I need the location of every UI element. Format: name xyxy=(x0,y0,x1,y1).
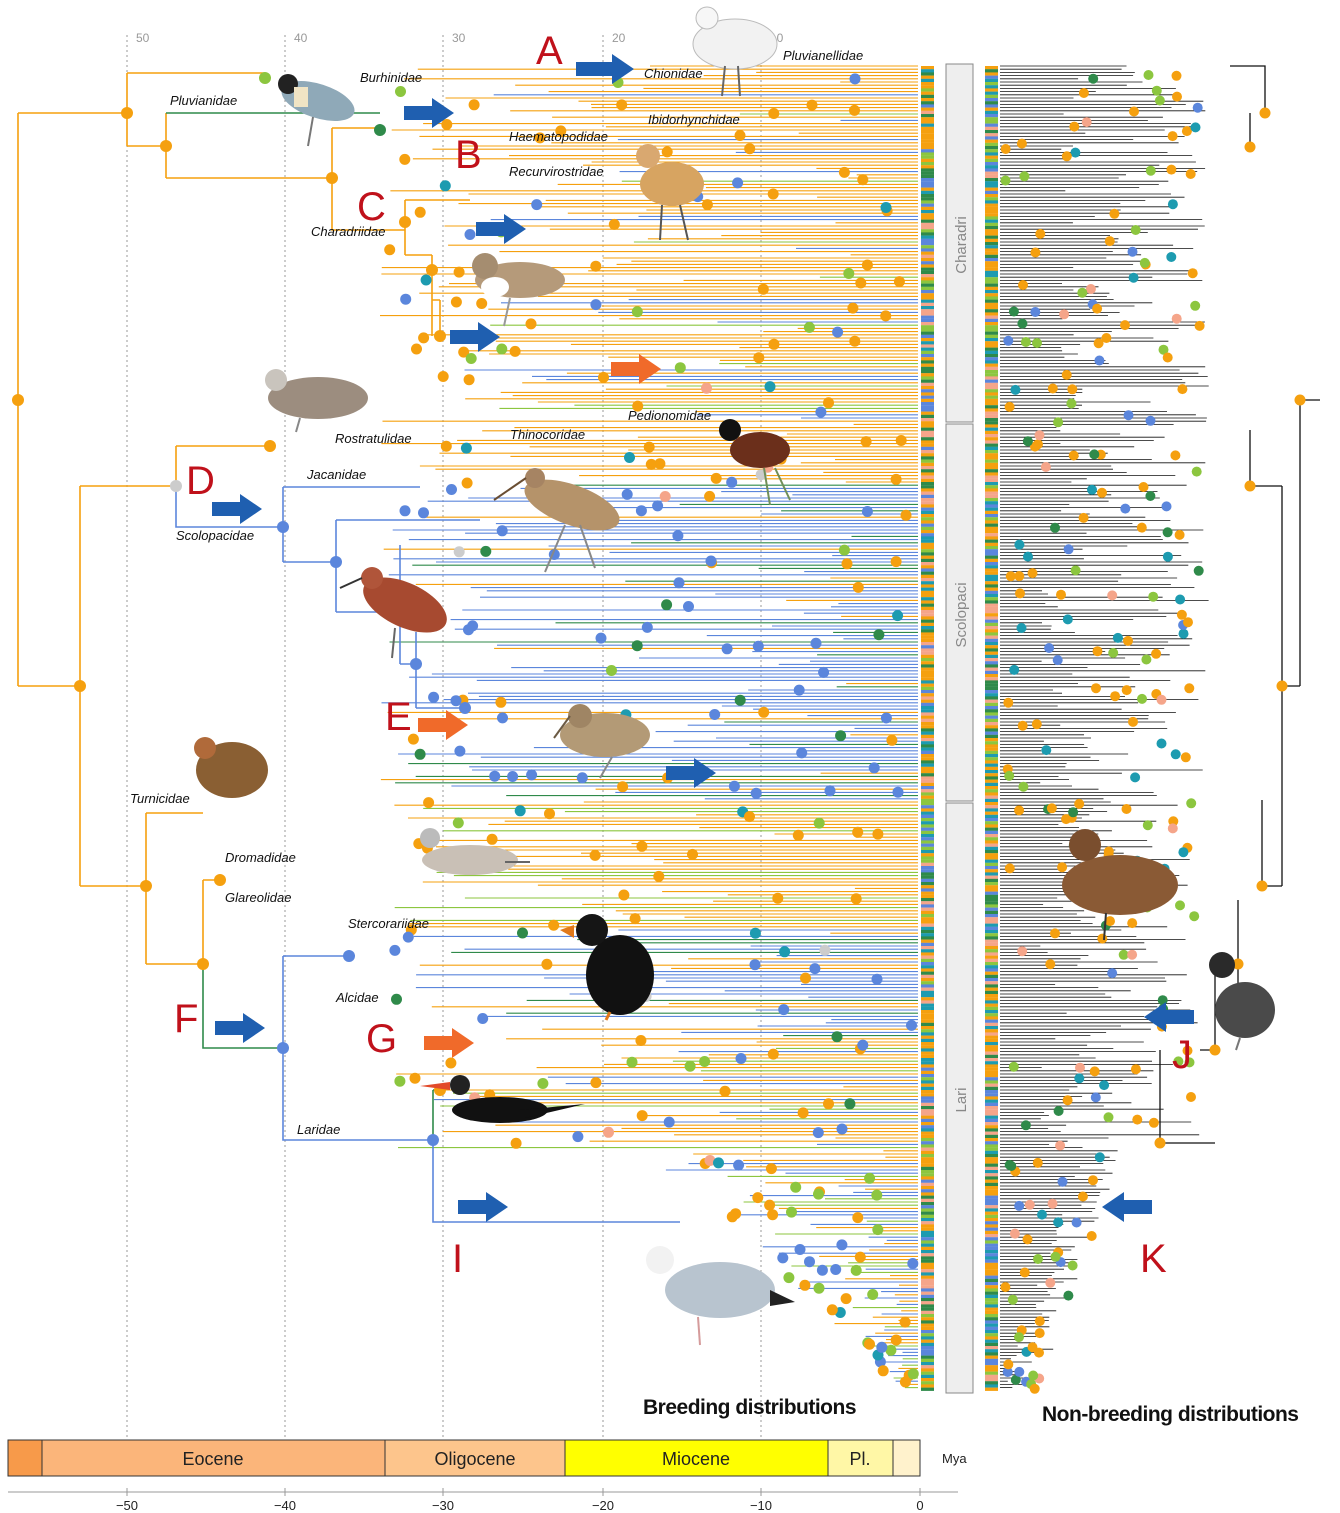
label-glareolidae: Glareolidae xyxy=(225,890,292,905)
axis-tick-minus40: −40 xyxy=(274,1498,296,1513)
top-tick-20: 20 xyxy=(612,31,626,45)
breeding-distribution-bar xyxy=(921,66,934,1391)
letter-i: I xyxy=(452,1237,463,1281)
orange-arrow-icon xyxy=(418,710,468,740)
letter-g: G xyxy=(366,1017,397,1061)
label-jacanidae: Jacanidae xyxy=(306,467,366,482)
bird-illustration xyxy=(472,253,565,327)
label-turnicidae: Turnicidae xyxy=(130,791,190,806)
timescale-unit: Mya xyxy=(942,1451,967,1466)
label-burhinidae: Burhinidae xyxy=(360,70,422,85)
suborder-bars: Charadri Scolopaci Lari xyxy=(945,63,974,1394)
top-tick-40: 40 xyxy=(294,31,308,45)
bird-illustration xyxy=(420,828,530,875)
bird-illustration xyxy=(692,6,778,97)
letter-e: E xyxy=(385,695,412,739)
label-charadriidae: Charadriidae xyxy=(311,224,385,239)
blue-arrow-icon xyxy=(1144,1002,1194,1032)
bird-illustration xyxy=(560,914,654,1021)
letter-k: K xyxy=(1140,1237,1167,1281)
blue-arrow-icon xyxy=(666,758,716,788)
top-tick-labels: 50 40 30 20 10 xyxy=(136,31,784,45)
bird-illustration xyxy=(636,144,704,241)
label-pluvianidae: Pluvianidae xyxy=(170,93,237,108)
bird-illustrations xyxy=(194,6,1275,1346)
blue-arrow-icon xyxy=(212,494,262,524)
axis-tick-minus50: −50 xyxy=(116,1498,138,1513)
orange-arrow-icon xyxy=(424,1028,474,1058)
letter-b: B xyxy=(455,133,482,177)
top-tick-30: 30 xyxy=(452,31,466,45)
clade-letters: A B C D E F G I J K xyxy=(174,29,1192,1281)
breeding-tree-nodes xyxy=(12,72,919,1388)
suborder-lari: Lari xyxy=(953,1087,970,1112)
bird-illustration xyxy=(265,369,368,433)
label-rostratulidae: Rostratulidae xyxy=(335,431,412,446)
letter-f: F xyxy=(174,997,198,1041)
label-scolopacidae: Scolopacidae xyxy=(176,528,254,543)
letter-j: J xyxy=(1172,1033,1192,1077)
label-dromadidae: Dromadidae xyxy=(225,850,296,865)
blue-arrow-icon xyxy=(215,1013,265,1043)
blue-arrow-icon xyxy=(476,214,526,244)
blue-arrow-icon xyxy=(1102,1192,1152,1222)
blue-arrow-icon xyxy=(450,322,500,352)
axis-tick-minus30: −30 xyxy=(432,1498,454,1513)
time-gridlines xyxy=(126,35,762,1440)
epoch-oligocene: Oligocene xyxy=(434,1449,515,1469)
nonbreeding-distribution-bar xyxy=(985,66,998,1391)
axis-tick-0: 0 xyxy=(916,1498,923,1513)
axis-tick-minus10: −10 xyxy=(750,1498,772,1513)
blue-arrow-icon xyxy=(576,54,634,84)
label-chionidae: Chionidae xyxy=(644,66,703,81)
label-alcidae: Alcidae xyxy=(335,990,379,1005)
label-recurvirostridae: Recurvirostridae xyxy=(509,164,604,179)
breeding-tree-backbone xyxy=(17,72,680,1223)
blue-arrow-icon xyxy=(404,98,454,128)
label-ibidorhynchidae: Ibidorhynchidae xyxy=(648,112,740,127)
nonbreeding-tree-backbone xyxy=(1159,65,1320,1144)
axis-tick-minus20: −20 xyxy=(592,1498,614,1513)
epoch-eocene: Eocene xyxy=(182,1449,243,1469)
orange-arrow-icon xyxy=(611,354,661,384)
nonbreeding-tree-tips xyxy=(1000,65,1209,1388)
bird-illustration xyxy=(194,737,268,798)
geologic-timescale: Eocene Oligocene Miocene Pl. Mya −50 −40… xyxy=(7,1439,967,1513)
bird-illustration xyxy=(646,1246,795,1346)
bird-illustration xyxy=(1062,829,1178,941)
suborder-charadri: Charadri xyxy=(953,216,970,274)
blue-arrow-icon xyxy=(458,1192,508,1222)
label-haematopodidae: Haematopodidae xyxy=(509,129,608,144)
heading-nonbreeding: Non-breeding distributions xyxy=(1042,1403,1298,1426)
heading-breeding: Breeding distributions xyxy=(643,1396,856,1419)
label-laridae: Laridae xyxy=(297,1122,340,1137)
arrows xyxy=(212,54,1194,1222)
bird-illustration xyxy=(553,704,650,779)
family-labels: Burhinidae Pluvianidae Chionidae Pluvian… xyxy=(130,48,863,1137)
epoch-miocene: Miocene xyxy=(662,1449,730,1469)
label-stercorariidae: Stercorariidae xyxy=(348,916,429,931)
bird-illustration xyxy=(1209,952,1275,1051)
label-pedionomidae: Pedionomidae xyxy=(628,408,711,423)
label-thinocoridae: Thinocoridae xyxy=(510,427,585,442)
bird-illustration xyxy=(719,419,791,506)
suborder-scolopaci: Scolopaci xyxy=(953,582,970,647)
bird-illustration xyxy=(420,1075,585,1123)
letter-d: D xyxy=(186,459,215,503)
epoch-pliocene: Pl. xyxy=(849,1449,870,1469)
top-tick-50: 50 xyxy=(136,31,150,45)
bird-illustration xyxy=(339,567,447,659)
bird-illustration xyxy=(493,468,620,573)
label-pluvianellidae: Pluvianellidae xyxy=(783,48,863,63)
bird-illustration xyxy=(278,74,355,147)
letter-a: A xyxy=(536,29,563,73)
letter-c: C xyxy=(357,185,386,229)
